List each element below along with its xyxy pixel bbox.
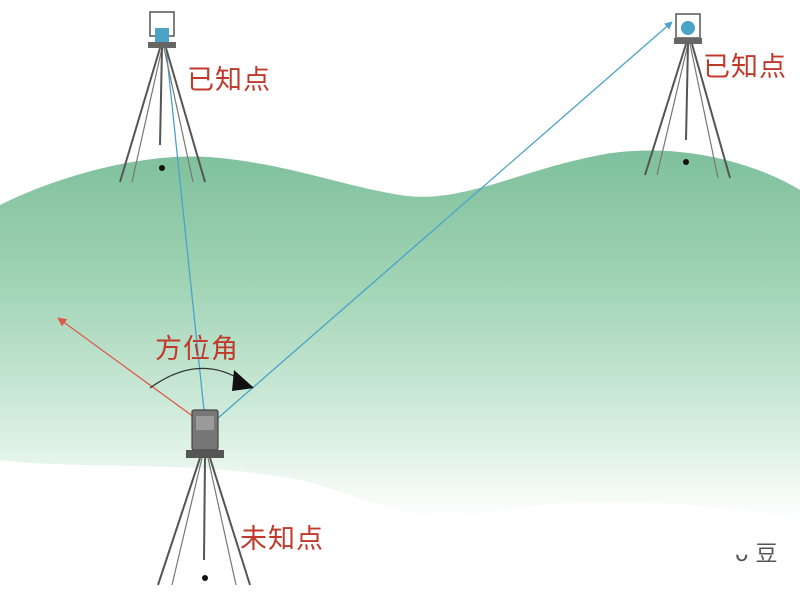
azimuth-arc-arrowhead (232, 370, 254, 391)
tripod-total-station (157, 409, 251, 586)
sight-line-to-left-known-point (161, 37, 206, 421)
tripod-left (119, 11, 206, 183)
known-point-label-right: 已知点 (703, 52, 787, 83)
north-direction-line (57, 317, 199, 421)
unknown-point-label: 未知点 (240, 524, 324, 555)
sight-line-to-right-known-point (209, 21, 673, 426)
green-hill (0, 150, 800, 520)
known-point-label-left: 已知点 (187, 65, 271, 96)
tripod-right (644, 13, 731, 179)
watermark: ᴗ 豆 (735, 536, 777, 568)
watermark-text: ᴗ 豆 (735, 542, 778, 567)
azimuth-label: 方位角 (155, 334, 239, 365)
